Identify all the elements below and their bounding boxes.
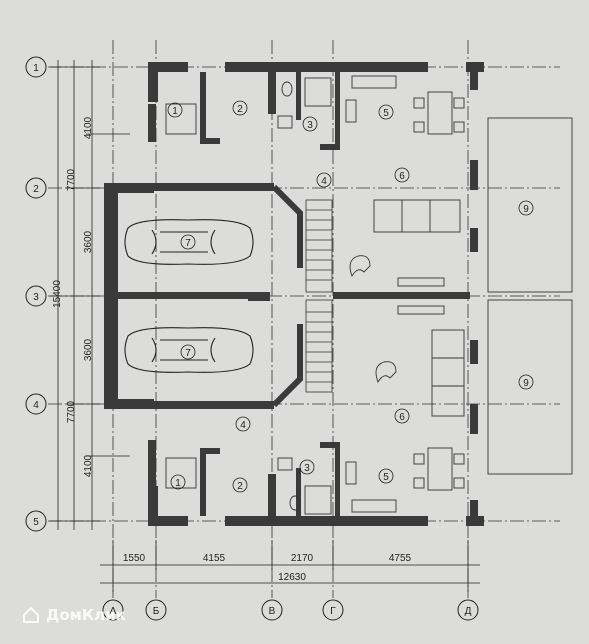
room-1-upper: 1	[172, 106, 178, 117]
room-4-lower: 4	[240, 420, 246, 431]
room-9-lower: 9	[523, 378, 529, 389]
bottom-dimension-lines	[100, 540, 480, 592]
room-5-upper: 5	[383, 108, 389, 119]
grid-lines	[48, 40, 560, 598]
axis-col-a: А	[110, 606, 117, 617]
car-lower	[124, 327, 254, 373]
car-upper	[124, 219, 254, 265]
dim-bottom-1550: 1550	[123, 553, 146, 564]
room-2-lower: 2	[237, 481, 243, 492]
row-axis-markers: 1 2 3 4 5	[25, 56, 47, 532]
dim-left-3600-bottom: 3600	[83, 338, 94, 361]
axis-row-3: 3	[33, 292, 39, 303]
room-4-upper: 4	[321, 176, 327, 187]
dim-left-7700-bottom: 7700	[66, 400, 77, 423]
axis-row-4: 4	[33, 400, 39, 411]
room-labels-upper: 1 2 3 4 5 6 7 9	[167, 100, 534, 250]
room-6-lower: 6	[399, 412, 405, 423]
room-5-lower: 5	[383, 472, 389, 483]
dim-bottom-total: 12630	[278, 572, 306, 583]
watermark-text: ДомКлик	[46, 606, 126, 624]
axis-col-b: Б	[153, 606, 160, 617]
axis-row-5: 5	[33, 517, 39, 528]
bottom-dimension-text: 1550 4155 2170 4755 12630	[123, 553, 412, 583]
staircase	[305, 199, 333, 393]
house-icon	[23, 606, 39, 623]
garage-cars	[124, 219, 254, 373]
axis-row-2: 2	[33, 184, 39, 195]
column-axis-markers: А Б В Г Д	[102, 599, 479, 621]
dim-left-7700-top: 7700	[66, 168, 77, 191]
axis-col-g: Г	[330, 606, 336, 617]
room-7-lower: 7	[185, 348, 191, 359]
terraces	[487, 117, 573, 475]
dim-left-total: 15400	[52, 280, 63, 308]
axis-col-d: Д	[465, 606, 472, 617]
room-1-lower: 1	[175, 478, 181, 489]
furniture-lower	[165, 305, 465, 515]
furniture-upper	[165, 75, 465, 287]
dim-left-4100-top: 4100	[83, 116, 94, 139]
left-dimension-lines	[50, 60, 130, 530]
dim-bottom-4755: 4755	[389, 553, 412, 564]
room-6-upper: 6	[399, 171, 405, 182]
room-3-lower: 3	[304, 463, 310, 474]
axis-row-1: 1	[33, 63, 39, 74]
dim-left-3600-top: 3600	[83, 230, 94, 253]
room-7-upper: 7	[185, 238, 191, 249]
room-labels-lower: 1 2 3 4 5 6 7 9	[170, 344, 534, 493]
room-3-upper: 3	[307, 120, 313, 131]
room-2-upper: 2	[237, 104, 243, 115]
axis-col-v: В	[269, 606, 276, 617]
garage-angled-walls	[271, 184, 303, 408]
dim-bottom-2170: 2170	[291, 553, 314, 564]
dim-bottom-4155: 4155	[203, 553, 226, 564]
room-9-upper: 9	[523, 204, 529, 215]
dim-left-4100-bottom: 4100	[83, 454, 94, 477]
walls	[104, 62, 484, 526]
left-dimension-text: 4100 3600 3600 4100 7700 7700 15400	[52, 116, 94, 477]
watermark: ДомКлик	[22, 606, 126, 624]
